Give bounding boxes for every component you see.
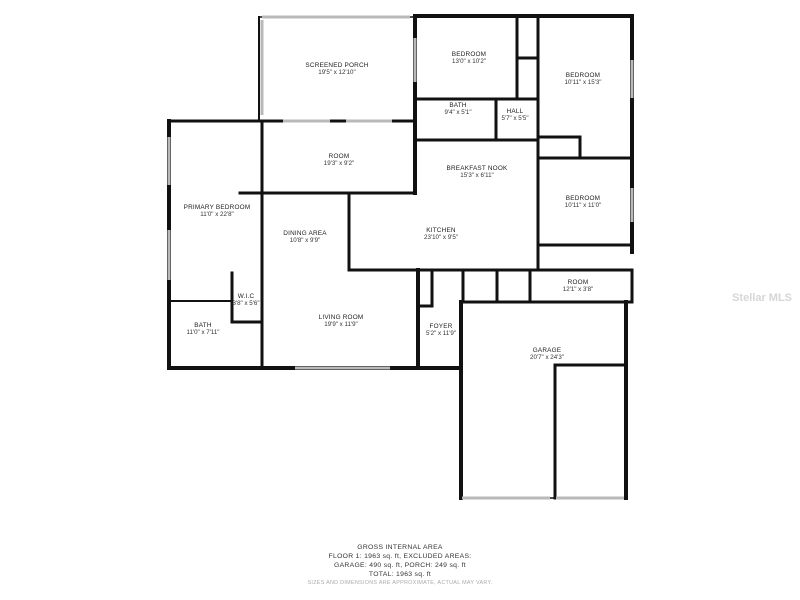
room-dimensions: 5'7" x 5'5": [501, 115, 529, 123]
room-dimensions: 5'2" x 11'9": [425, 330, 457, 338]
room-name: DINING AREA: [283, 230, 327, 237]
room-name: BEDROOM: [565, 195, 601, 202]
room-dimensions: 3'8" x 5'6": [232, 300, 260, 308]
room-dimensions: 11'0" x 22'8": [200, 211, 234, 219]
walls: [167, 14, 634, 500]
room-dimensions: 23'10" x 9'5": [424, 234, 458, 242]
room-dimensions: 19'3" x 9'2": [323, 160, 355, 168]
room-name: LIVING ROOM: [318, 314, 364, 321]
room-dimensions: 19'9" x 11'9": [324, 321, 358, 329]
room-name: FOYER: [429, 323, 453, 330]
room-dimensions: 15'3" x 6'11": [460, 172, 494, 180]
room-name: ROOM: [328, 153, 350, 160]
room-bath-lower: BATH 11'0" x 7'11": [186, 322, 219, 336]
room-name: BATH: [449, 102, 467, 109]
room-name: HALL: [506, 108, 524, 115]
room-dimensions: 10'11" x 11'0": [564, 202, 602, 210]
room-living-room: LIVING ROOM 19'9" x 11'9": [319, 314, 364, 328]
room-screened-porch: SCREENED PORCH 19'5" x 12'10": [305, 62, 368, 76]
summary-disclaimer: SIZES AND DIMENSIONS ARE APPROXIMATE, AC…: [307, 580, 493, 586]
room-kitchen: KITCHEN 23'10" x 9'5": [424, 227, 458, 241]
room-foyer: FOYER 5'2" x 11'9": [426, 323, 456, 337]
room-walk-in-closet: W.I.C 3'8" x 5'6": [232, 293, 259, 307]
summary-total: TOTAL: 1963 sq. ft: [368, 571, 432, 578]
room-room-center: ROOM 19'3" x 9'2": [324, 153, 355, 167]
room-bedroom-top-right: BEDROOM 10'11" x 15'3": [565, 72, 602, 86]
room-name: BATH: [194, 322, 212, 329]
summary-floor: FLOOR 1: 1963 sq. ft, EXCLUDED AREAS:: [328, 553, 472, 560]
room-dimensions: 13'0" x 10'2": [452, 58, 486, 66]
room-name: ROOM: [567, 279, 589, 286]
room-hall: HALL 5'7" x 5'5": [501, 108, 528, 122]
room-primary-bedroom: PRIMARY BEDROOM 11'0" x 22'8": [184, 204, 251, 218]
room-dimensions: 19'5" x 12'10": [318, 69, 356, 77]
summary-heading: GROSS INTERNAL AREA: [357, 544, 443, 551]
summary-excluded: GARAGE: 490 sq. ft, PORCH: 249 sq. ft: [334, 562, 466, 569]
room-bedroom-right: BEDROOM 10'11" x 11'0": [565, 195, 601, 209]
room-dimensions: 12'1" x 3'8": [562, 286, 594, 294]
room-garage: GARAGE 20'7" x 24'3": [530, 347, 564, 361]
room-bath-upper: BATH 9'4" x 5'1": [444, 102, 471, 116]
watermark-logo: Stellar MLS: [732, 292, 792, 304]
room-name: W.I.C: [237, 293, 255, 300]
room-dining-area: DINING AREA 10'8" x 9'9": [283, 230, 326, 244]
room-name: BEDROOM: [451, 51, 487, 58]
area-summary: GROSS INTERNAL AREA FLOOR 1: 1963 sq. ft…: [0, 543, 800, 587]
room-utility-room: ROOM 12'1" x 3'8": [563, 279, 594, 293]
room-dimensions: 20'7" x 24'3": [530, 354, 564, 362]
room-dimensions: 10'8" x 9'9": [289, 237, 321, 245]
room-name: KITCHEN: [426, 227, 456, 234]
windows: [167, 15, 634, 500]
room-name: BEDROOM: [565, 72, 601, 79]
room-name: SCREENED PORCH: [305, 62, 369, 69]
room-name: BREAKFAST NOOK: [446, 165, 508, 172]
room-dimensions: 10'11" x 15'3": [564, 79, 602, 87]
room-bedroom-top: BEDROOM 13'0" x 10'2": [452, 51, 486, 65]
room-name: PRIMARY BEDROOM: [183, 204, 251, 211]
room-breakfast-nook: BREAKFAST NOOK 15'3" x 6'11": [447, 165, 508, 179]
room-name: GARAGE: [532, 347, 562, 354]
room-dimensions: 9'4" x 5'1": [444, 109, 472, 117]
room-dimensions: 11'0" x 7'11": [186, 329, 220, 337]
